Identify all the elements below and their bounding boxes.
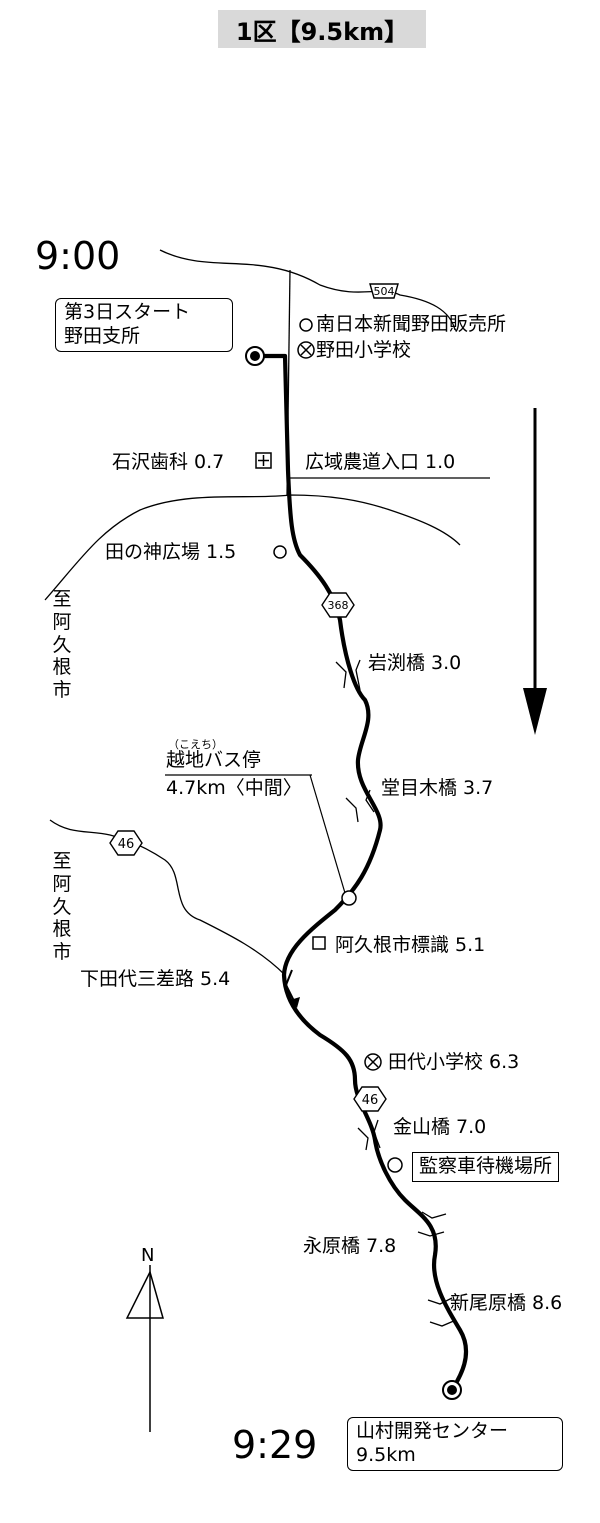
bridge-icon bbox=[357, 1119, 381, 1151]
school-icon bbox=[364, 1053, 382, 1071]
bridge-icon bbox=[427, 1297, 457, 1327]
compass-north-label: N bbox=[141, 1245, 155, 1266]
school-icon bbox=[297, 341, 315, 359]
landmark-iwabuchi: 岩渕橋 3.0 bbox=[368, 652, 462, 674]
bus-stop-icon bbox=[341, 890, 357, 906]
bridge-icon bbox=[417, 1211, 447, 1237]
city-sign-icon bbox=[312, 936, 326, 950]
landmark-koshichi-midpoint: 4.7km〈中間〉 bbox=[166, 777, 302, 799]
landmark-akune-sign: 阿久根市標識 5.1 bbox=[335, 934, 486, 956]
section-title: 1区【9.5km】 bbox=[218, 10, 426, 48]
start-box-line1: 第3日スタート bbox=[64, 301, 191, 323]
landmark-minami: 南日本新聞野田販売所 bbox=[316, 313, 507, 335]
turn-arrow-icon bbox=[284, 969, 297, 1006]
north-compass-icon bbox=[125, 1265, 164, 1432]
landmark-shinobara: 新尾原橋 8.6 bbox=[450, 1292, 563, 1314]
finish-box-line1: 山村開発センター bbox=[356, 1420, 509, 1442]
svg-text:504: 504 bbox=[374, 285, 395, 298]
side-road bbox=[159, 249, 456, 331]
landmark-shimotashiro: 下田代三差路 5.4 bbox=[80, 968, 231, 990]
landmark-ishizawa: 石沢歯科 0.7 bbox=[112, 451, 225, 473]
svg-text:46: 46 bbox=[362, 1093, 379, 1108]
route-46-shield: 46 bbox=[353, 1086, 387, 1112]
plaza-icon bbox=[273, 545, 287, 559]
bridge-icon bbox=[345, 789, 375, 823]
bridge-icon bbox=[335, 659, 361, 691]
start-box: 第3日スタート 野田支所 bbox=[55, 298, 233, 352]
landmark-domeki: 堂目木橋 3.7 bbox=[381, 777, 494, 799]
newspaper-office-icon bbox=[299, 318, 313, 332]
landmark-koiki: 広域農道入口 1.0 bbox=[305, 451, 456, 473]
landmark-kanayama: 金山橋 7.0 bbox=[393, 1116, 487, 1138]
route-368-shield: 368 bbox=[321, 592, 355, 618]
finish-time: 9:29 bbox=[232, 1423, 318, 1467]
landmark-kansatsu: 監察車待機場所 bbox=[412, 1152, 560, 1182]
landmark-tanokami: 田の神広場 1.5 bbox=[105, 541, 237, 563]
svg-text:46: 46 bbox=[118, 837, 135, 852]
landmark-koshichi-furigana: （こえち） bbox=[168, 738, 223, 751]
svg-text:368: 368 bbox=[328, 599, 349, 612]
route-46-shield: 46 bbox=[109, 830, 143, 856]
landmark-tashiro-school: 田代小学校 6.3 bbox=[388, 1051, 520, 1073]
direction-to-akune-1: 至阿久根市 bbox=[52, 588, 72, 702]
leader-line bbox=[309, 774, 346, 894]
landmark-nagahara: 永原橋 7.8 bbox=[303, 1235, 397, 1257]
finish-box-line2: 9.5km bbox=[356, 1443, 416, 1466]
side-road bbox=[49, 819, 286, 976]
start-box-line2: 野田支所 bbox=[64, 324, 141, 347]
landmark-noda-school: 野田小学校 bbox=[316, 339, 412, 361]
start-time: 9:00 bbox=[35, 234, 121, 278]
side-road bbox=[44, 494, 461, 601]
standby-area-icon bbox=[387, 1157, 403, 1173]
landmark-koshichi: 越地バス停 bbox=[166, 749, 262, 771]
race-route bbox=[255, 353, 469, 1392]
route-504-shield: 504 bbox=[369, 283, 399, 299]
clinic-icon bbox=[255, 452, 272, 469]
direction-to-akune-2: 至阿久根市 bbox=[52, 850, 72, 964]
finish-box: 山村開発センター 9.5km bbox=[347, 1417, 563, 1471]
